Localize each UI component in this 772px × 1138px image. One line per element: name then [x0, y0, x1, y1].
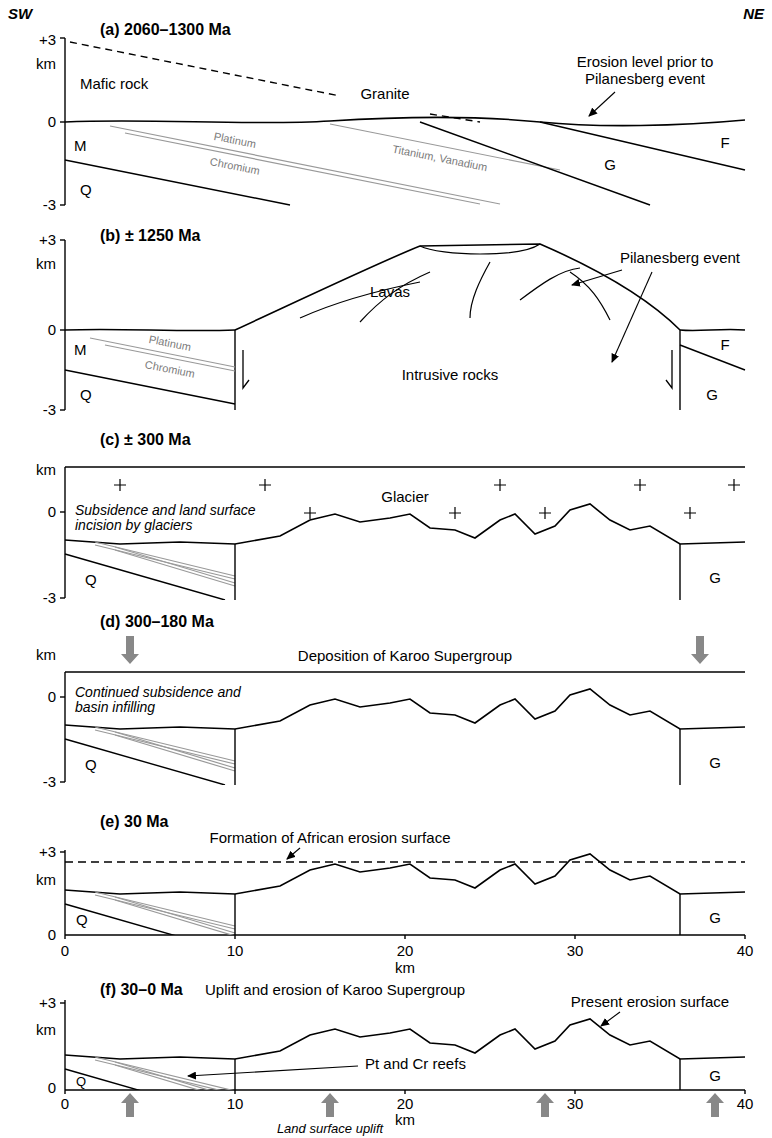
process-note: Subsidence and land surface incision by … [75, 503, 305, 534]
section-label: Present erosion surface [571, 994, 729, 1011]
section-label: 20 [397, 943, 414, 960]
section-label: G [706, 387, 718, 404]
section-label: km [395, 1112, 415, 1129]
section-label: Uplift and erosion of Karoo Supergroup [205, 982, 465, 999]
section-label: G [709, 910, 721, 927]
panel-title: (f) 30–0 Ma [100, 981, 183, 999]
section-label: km [36, 1022, 56, 1039]
section-label: Pilanesberg event [620, 250, 740, 267]
section-label: G [604, 157, 616, 174]
section-label: Erosion level prior to Pilanesberg event [545, 54, 745, 87]
section-label: Glacier [381, 489, 429, 506]
compass-label: NE [743, 6, 764, 23]
section-label: 0 [48, 504, 56, 521]
section-label: Deposition of Karoo Supergroup [298, 648, 512, 665]
panel-f-section [60, 1000, 745, 1117]
panel-title: (c) ± 300 Ma [100, 431, 191, 449]
rock-unit-label: Q [76, 1075, 86, 1089]
section-label: +3 [39, 32, 56, 49]
section-label: Q [85, 757, 97, 774]
section-label: G [709, 755, 721, 772]
section-label: -3 [43, 402, 56, 419]
section-label: km [36, 256, 56, 273]
ore-reef-label: Platinum [213, 130, 257, 150]
process-note: Land surface uplift [277, 1122, 383, 1136]
section-label: km [395, 960, 415, 977]
section-label: 0 [48, 927, 56, 944]
panel-b-section [60, 240, 745, 410]
section-label: 40 [737, 943, 754, 960]
section-label: Q [85, 572, 97, 589]
section-label: 10 [227, 1096, 244, 1113]
section-label: 10 [227, 943, 244, 960]
panel-title: (a) 2060–1300 Ma [100, 21, 231, 39]
section-label: +3 [39, 995, 56, 1012]
section-label: G [709, 570, 721, 587]
section-label: 30 [567, 1096, 584, 1113]
process-note: Continued subsidence and basin infilling [75, 685, 275, 716]
section-label: -3 [43, 197, 56, 214]
section-label: -3 [43, 774, 56, 791]
panel-d-section [60, 636, 745, 785]
section-label: +3 [39, 232, 56, 249]
section-label: Q [80, 182, 92, 199]
section-label: 0 [48, 689, 56, 706]
section-label: km [36, 56, 56, 73]
section-label: Lavas [370, 284, 410, 301]
section-label: Formation of African erosion surface [210, 830, 451, 847]
ore-reef-label: Chromium [209, 155, 261, 177]
panel-e-section [60, 848, 745, 950]
section-label: 20 [397, 1096, 414, 1113]
section-label: 0 [48, 114, 56, 131]
panel-title: (e) 30 Ma [100, 813, 168, 831]
ore-reef-label: Platinum [148, 333, 192, 353]
section-label: 0 [48, 1080, 56, 1097]
section-label: F [720, 337, 729, 354]
section-label: Q [80, 387, 92, 404]
panel-title: (d) 300–180 Ma [100, 613, 214, 631]
section-label: M [74, 342, 87, 359]
section-label: G [709, 1068, 721, 1085]
section-label: km [36, 647, 56, 664]
section-label: M [74, 138, 87, 155]
ore-reef-label: Titanium, Vanadium [391, 143, 488, 174]
ore-reef-label: Chromium [144, 358, 196, 380]
section-label: 30 [567, 943, 584, 960]
section-label: 0 [61, 943, 69, 960]
section-label: Granite [360, 86, 409, 103]
section-label: km [36, 872, 56, 889]
section-label: Intrusive rocks [402, 367, 499, 384]
section-label: 0 [61, 1096, 69, 1113]
compass-label: SW [8, 6, 32, 23]
section-label: F [720, 135, 729, 152]
section-label: Pt and Cr reefs [365, 1056, 466, 1073]
section-label: 40 [737, 1096, 754, 1113]
panel-c-section [60, 467, 745, 600]
panel-title: (b) ± 1250 Ma [100, 227, 200, 245]
section-label: 0 [48, 322, 56, 339]
panel-a-section [60, 38, 745, 205]
section-label: km [36, 462, 56, 479]
section-label: Q [76, 912, 88, 929]
section-label: Mafic rock [80, 76, 148, 93]
section-label: +3 [39, 844, 56, 861]
section-label: -3 [43, 590, 56, 607]
